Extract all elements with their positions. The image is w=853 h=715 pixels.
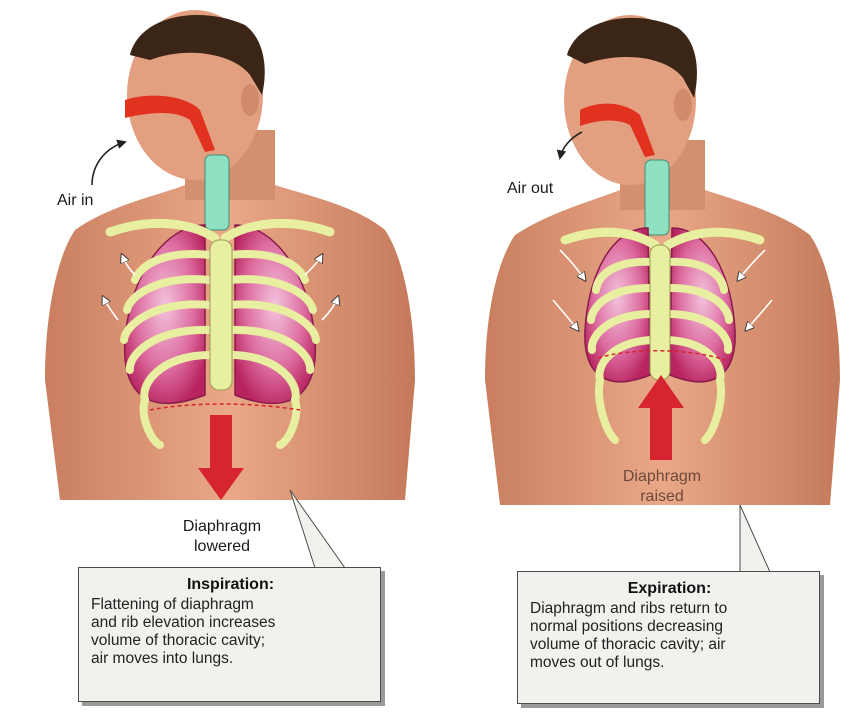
callout-pointer-left [290, 490, 345, 568]
inspiration-figure [45, 10, 415, 568]
ear-left [241, 84, 259, 116]
diaphragm-lowered-label-line1: Diaphragm [183, 518, 261, 536]
diaphragm-lowered-label-line2: lowered [194, 538, 250, 556]
sternum-right [650, 245, 670, 380]
expiration-callout: Expiration: Diaphragm and ribs return to… [517, 571, 820, 704]
sternum-left [210, 240, 232, 390]
inspiration-description: Flattening of diaphragm and rib elevatio… [91, 596, 370, 668]
inspiration-title: Inspiration: [91, 576, 370, 594]
inspiration-callout: Inspiration: Flattening of diaphragm and… [78, 567, 381, 702]
diaphragm-raised-label-line2: raised [640, 488, 684, 506]
expiration-title: Expiration: [530, 580, 809, 598]
trachea-right [645, 160, 669, 235]
air-out-label: Air out [507, 180, 553, 198]
air-in-arrow [92, 142, 125, 185]
air-in-label: Air in [57, 192, 93, 210]
ear-right [674, 89, 692, 121]
trachea-left [205, 155, 229, 230]
callout-pointer-right [740, 505, 770, 572]
expiration-description: Diaphragm and ribs return to normal posi… [530, 600, 809, 672]
diaphragm-raised-label-line1: Diaphragm [623, 468, 701, 486]
